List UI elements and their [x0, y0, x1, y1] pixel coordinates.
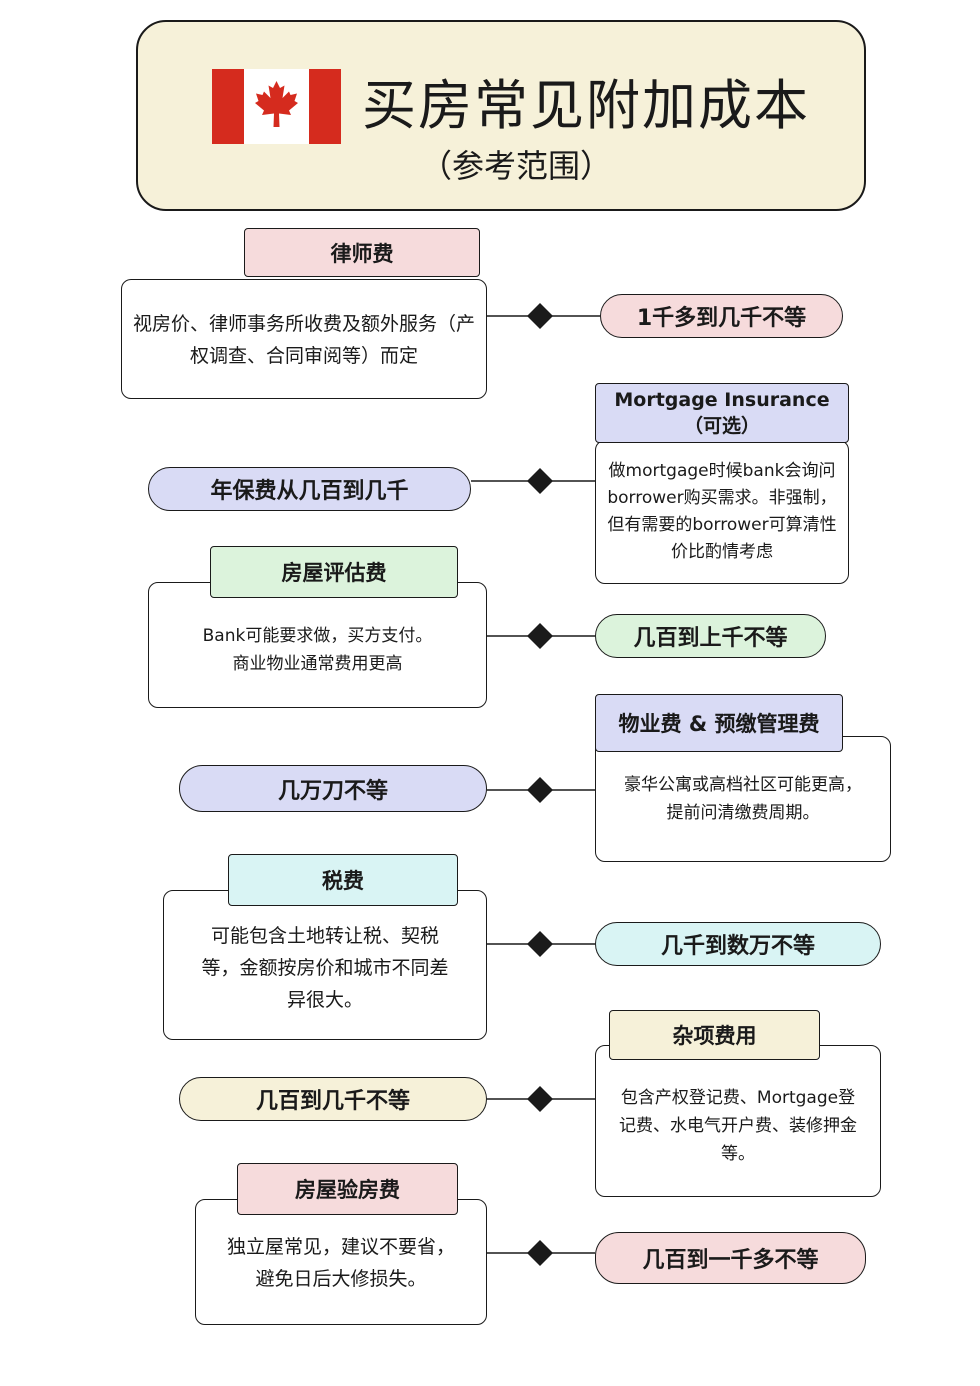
description-text: 包含产权登记费、Mortgage登记费、水电气开户费、装修押金等。	[619, 1088, 857, 1164]
description-card: Bank可能要求做，买方支付。商业物业通常费用更高	[148, 582, 487, 708]
category-title: 税费	[322, 869, 364, 893]
cost-range-pill: 几千到数万不等	[595, 922, 881, 966]
diamond-connector-icon	[527, 303, 553, 329]
cost-range-text: 几千到数万不等	[660, 934, 815, 959]
cost-range-text: 几百到一千多不等	[642, 1248, 819, 1273]
page-title: 买房常见附加成本	[362, 74, 810, 137]
canada-flag-icon	[212, 69, 341, 144]
description-card: 豪华公寓或高档社区可能更高，提前问清缴费周期。	[595, 736, 891, 862]
description-text: 做mortgage时候bank会询问borrower购买需求。非强制，但有需要的…	[607, 461, 837, 562]
description-text: Bank可能要求做，买方支付。商业物业通常费用更高	[202, 626, 433, 674]
diamond-connector-icon	[527, 623, 553, 649]
category-tab: Mortgage Insurance （可选）	[595, 383, 849, 443]
category-title: 物业费 & 预缴管理费	[618, 712, 820, 736]
description-card: 视房价、律师事务所收费及额外服务（产权调查、合同审阅等）而定	[121, 279, 487, 399]
category-tab: 律师费	[244, 228, 480, 277]
description-card: 可能包含土地转让税、契税等，金额按房价和城市不同差异很大。	[163, 890, 487, 1040]
category-title: 房屋验房费	[295, 1178, 400, 1202]
title-banner	[136, 20, 866, 211]
description-card: 做mortgage时候bank会询问borrower购买需求。非强制，但有需要的…	[595, 440, 849, 584]
description-card: 独立屋常见，建议不要省，避免日后大修损失。	[195, 1199, 487, 1325]
cost-range-text: 几百到几千不等	[255, 1089, 410, 1114]
cost-range-pill: 几万刀不等	[179, 765, 487, 812]
category-title: 律师费	[330, 241, 394, 266]
category-tab: 杂项费用	[609, 1010, 820, 1060]
diamond-connector-icon	[527, 1240, 553, 1266]
category-tab: 房屋验房费	[237, 1163, 458, 1215]
cost-range-pill: 几百到几千不等	[179, 1077, 487, 1121]
category-tab: 税费	[228, 854, 458, 906]
description-card: 包含产权登记费、Mortgage登记费、水电气开户费、装修押金等。	[595, 1045, 881, 1197]
cost-range-pill: 1千多到几千不等	[600, 294, 843, 338]
category-title: 房屋评估费	[281, 561, 387, 585]
category-tab: 房屋评估费	[210, 546, 458, 598]
cost-range-pill: 几百到一千多不等	[595, 1232, 866, 1284]
category-title: Mortgage Insurance	[614, 389, 830, 411]
category-tab: 物业费 & 预缴管理费	[595, 694, 843, 752]
diamond-connector-icon	[527, 931, 553, 957]
diamond-connector-icon	[527, 777, 553, 803]
cost-range-text: 几百到上千不等	[633, 626, 788, 651]
description-text: 可能包含土地转让税、契税等，金额按房价和城市不同差异很大。	[201, 925, 449, 1011]
description-text: 独立屋常见，建议不要省，避免日后大修损失。	[226, 1236, 455, 1290]
cost-range-pill: 几百到上千不等	[595, 614, 826, 658]
category-title-note: （可选）	[683, 415, 760, 437]
cost-range-text: 几万刀不等	[277, 778, 388, 804]
diamond-connector-icon	[527, 468, 553, 494]
page-subtitle: （参考范围）	[420, 147, 613, 185]
description-text: 豪华公寓或高档社区可能更高，提前问清缴费周期。	[624, 775, 862, 823]
cost-range-text: 1千多到几千不等	[636, 306, 807, 331]
cost-range-text: 年保费从几百到几千	[210, 479, 409, 504]
description-text: 视房价、律师事务所收费及额外服务（产权调查、合同审阅等）而定	[132, 313, 475, 367]
cost-range-pill: 年保费从几百到几千	[148, 467, 471, 511]
diamond-connector-icon	[527, 1086, 553, 1112]
category-title: 杂项费用	[672, 1024, 757, 1048]
